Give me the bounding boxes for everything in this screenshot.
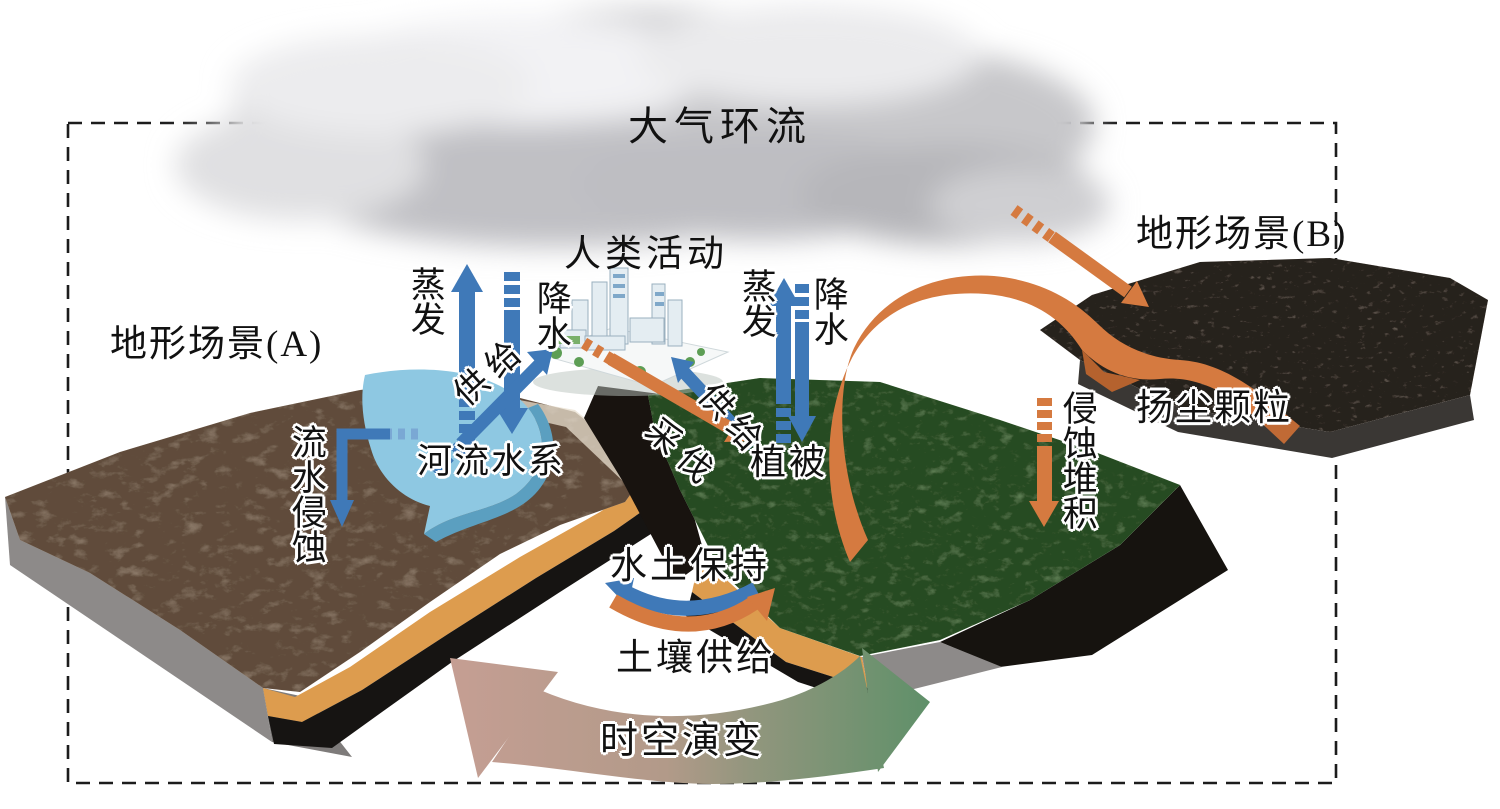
- river-system-label: 河流水系: [417, 442, 566, 481]
- human-activity-label: 人类活动: [564, 234, 728, 275]
- evolution-arrow: [450, 648, 930, 784]
- terrain-b-front-face: [1078, 360, 1474, 458]
- logging-arrow: [580, 337, 750, 442]
- soil-water-conservation-arc: [621, 582, 760, 616]
- dust-influx-arrow: [1010, 205, 1149, 307]
- terrain-scene-a-label: 地形场景(A): [110, 324, 324, 365]
- evolution-arrowhead-right: [862, 648, 930, 772]
- dust-transport-arrow: [829, 275, 1300, 562]
- evaporation-arrow-right: [768, 278, 800, 443]
- evolution-arrowhead-left: [450, 658, 558, 778]
- soil-supply-arc: [609, 594, 759, 632]
- terrain-b-block: [1040, 258, 1488, 458]
- terrain-gap-shadow: [584, 386, 706, 582]
- evaporation-arrow-left: [451, 264, 483, 458]
- precipitation-arrow-right: [788, 284, 816, 442]
- atmosphere-label: 大气环流: [628, 104, 812, 149]
- erosion-deposition-arrow: [1029, 398, 1059, 527]
- terrain-a-surface: [5, 383, 648, 692]
- water-erosion-label: 流水侵蚀: [286, 424, 326, 564]
- terrain-green-block: [648, 378, 1228, 706]
- erosion-deposition-label: 侵蚀堆积: [1057, 390, 1097, 530]
- supply-arrow-left: [429, 349, 553, 477]
- evaporation-label-left: 蒸发: [405, 266, 445, 336]
- terrain-a-soil-layer: [263, 475, 664, 722]
- soil-water-conservation-label: 水土保持: [610, 546, 770, 587]
- terrain-b-surface: [1040, 258, 1488, 432]
- evaporation-label-right: 蒸发: [736, 268, 776, 338]
- precipitation-label-right: 降水: [808, 276, 848, 346]
- water-erosion-arrow: [330, 428, 418, 527]
- precipitation-label-left: 降水: [531, 280, 571, 350]
- conservation-cycle-arrows: [605, 578, 775, 632]
- terrain-a-bedrock-layer: [268, 496, 676, 748]
- dust-particles-label: 扬尘颗粒: [1136, 388, 1292, 429]
- terrain-scene-b-label: 地形场景(B): [1136, 214, 1348, 255]
- spatiotemporal-evolution-label: 时空演变: [600, 720, 765, 762]
- soil-supply-label: 土壤供给: [616, 638, 776, 679]
- vegetation-label: 植被: [750, 442, 829, 482]
